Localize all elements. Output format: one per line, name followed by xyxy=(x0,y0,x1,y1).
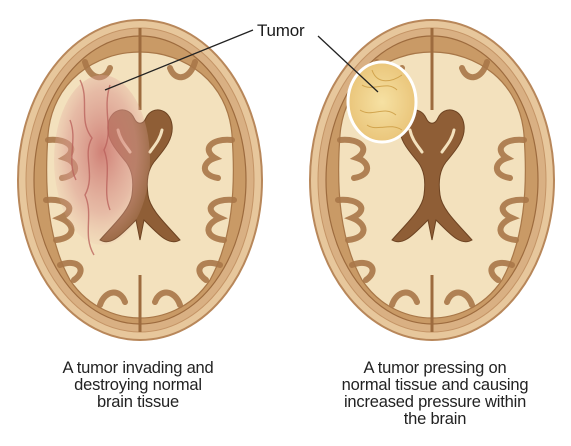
caption-line: A tumor pressing on xyxy=(310,360,560,377)
caption-line: brain tissue xyxy=(18,394,258,411)
brain-right xyxy=(310,20,554,340)
caption-line: normal tissue and causing xyxy=(310,377,560,394)
caption-right: A tumor pressing on normal tissue and ca… xyxy=(310,360,560,428)
caption-line: the brain xyxy=(310,411,560,428)
caption-left: A tumor invading and destroying normal b… xyxy=(18,360,258,411)
caption-line: destroying normal xyxy=(18,377,258,394)
caption-line: increased pressure within xyxy=(310,394,560,411)
brain-left xyxy=(18,20,262,340)
caption-line: A tumor invading and xyxy=(18,360,258,377)
tumor-callout-label: Tumor xyxy=(257,21,305,41)
